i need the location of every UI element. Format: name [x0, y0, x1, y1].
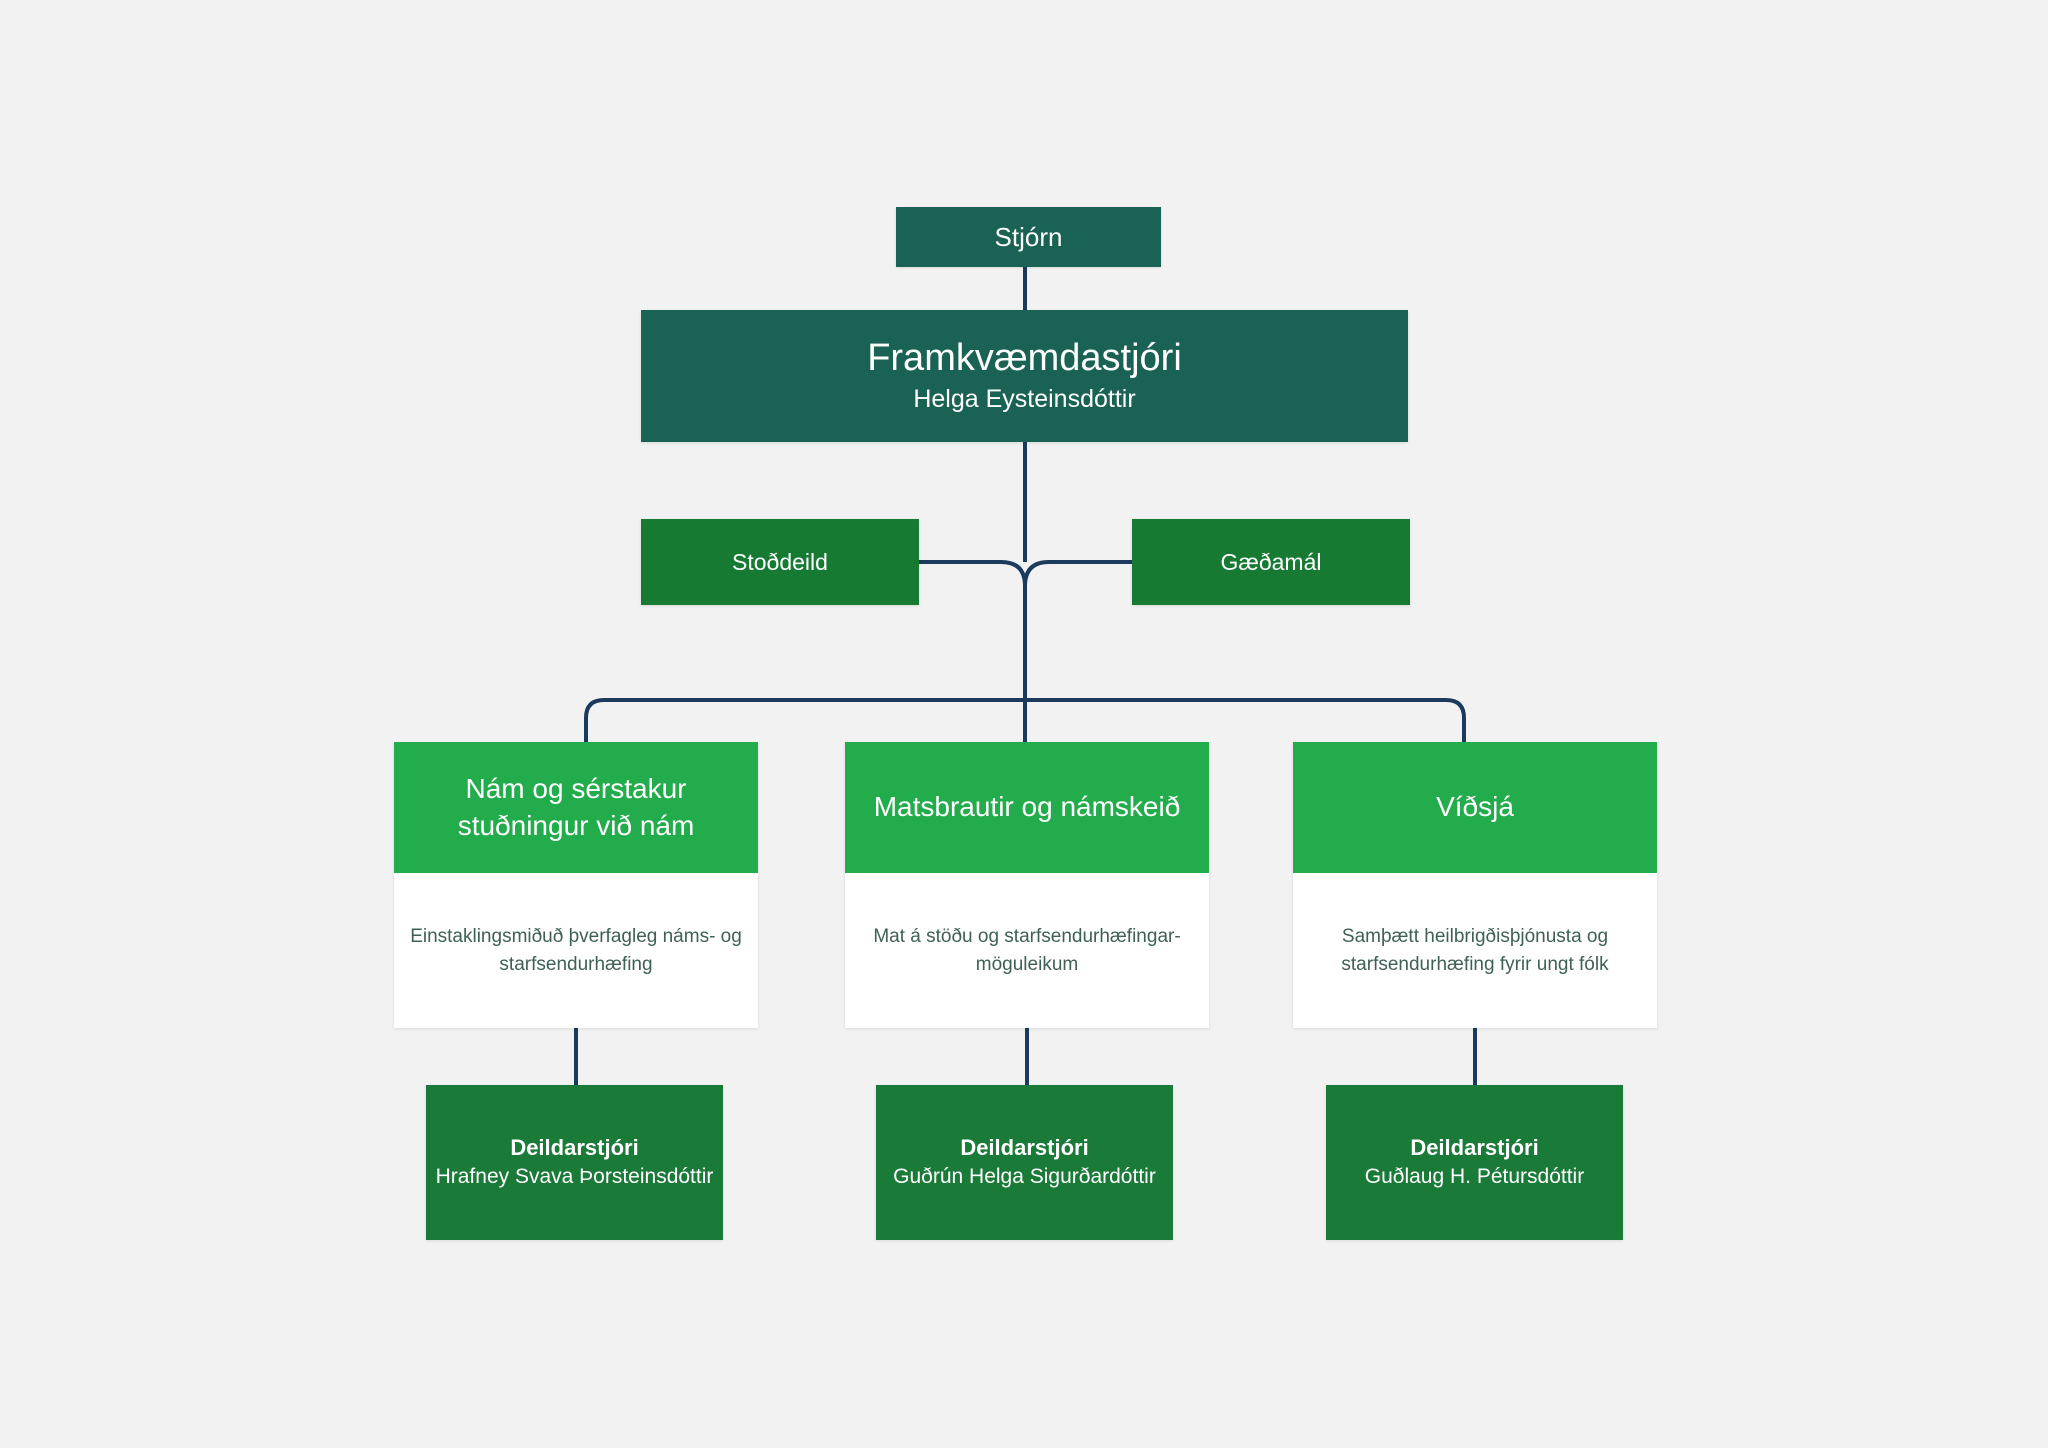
department-card[interactable]: Víðsjá Samþætt heilbrigðisþjónusta og st…: [1293, 742, 1657, 1028]
manager-role: Deildarstjóri: [1410, 1134, 1539, 1160]
manager-person: Guðlaug H. Pétursdóttir: [1364, 1165, 1585, 1189]
node-support-unit[interactable]: Stoðdeild: [641, 519, 919, 605]
department-description: Einstaklingsmiðuð þverfagleg náms- og st…: [410, 925, 742, 975]
manager-role: Deildarstjóri: [960, 1134, 1089, 1160]
department-description: Mat á stöðu og starfsendurhæfingar-mögul…: [873, 925, 1181, 975]
department-title: Nám og sérstakur stuðningur við nám: [394, 742, 758, 873]
department-title: Víðsjá: [1293, 742, 1657, 873]
board-label: Stjórn: [994, 221, 1063, 252]
node-board[interactable]: Stjórn: [896, 207, 1161, 267]
connector-support-left-branch: [919, 560, 1027, 587]
executive-title: Framkvæmdastjóri: [867, 337, 1182, 380]
connector-support-right-branch: [1023, 560, 1132, 587]
manager-person: Hrafney Svava Þorsteinsdóttir: [435, 1165, 714, 1189]
node-executive-director[interactable]: Framkvæmdastjóri Helga Eysteinsdóttir: [641, 310, 1408, 442]
department-card[interactable]: Matsbrautir og námskeið Mat á stöðu og s…: [845, 742, 1209, 1028]
manager-person: Guðrún Helga Sigurðardóttir: [893, 1165, 1156, 1189]
manager-role: Deildarstjóri: [510, 1134, 639, 1160]
node-department-manager[interactable]: Deildarstjóri Hrafney Svava Þorsteinsdót…: [426, 1085, 723, 1240]
node-quality-unit[interactable]: Gæðamál: [1132, 519, 1410, 605]
department-card[interactable]: Nám og sérstakur stuðningur við nám Eins…: [394, 742, 758, 1028]
connector-bus-horizontal: [584, 698, 1466, 742]
node-department-manager[interactable]: Deildarstjóri Guðrún Helga Sigurðardótti…: [876, 1085, 1173, 1240]
quality-unit-label: Gæðamál: [1220, 548, 1322, 575]
department-title: Matsbrautir og námskeið: [845, 742, 1209, 873]
executive-person: Helga Eysteinsdóttir: [913, 385, 1136, 414]
department-description: Samþætt heilbrigðisþjónusta og starfsend…: [1341, 925, 1609, 975]
node-department-manager[interactable]: Deildarstjóri Guðlaug H. Pétursdóttir: [1326, 1085, 1623, 1240]
support-unit-label: Stoðdeild: [732, 548, 828, 575]
